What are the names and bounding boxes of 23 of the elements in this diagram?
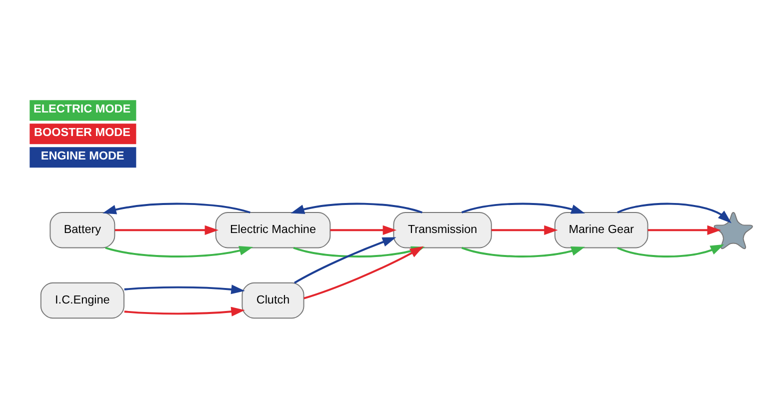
legend-label: ELECTRIC MODE xyxy=(34,102,131,116)
arrow xyxy=(102,202,250,214)
arrow xyxy=(462,246,585,258)
arrow xyxy=(617,202,732,224)
node-box: Clutch xyxy=(242,282,304,319)
legend-label: BOOSTER MODE xyxy=(34,126,130,139)
node-box: Battery xyxy=(50,212,116,248)
node-box: Electric Machine xyxy=(215,212,331,248)
arrow xyxy=(105,246,253,258)
arrow xyxy=(491,225,558,235)
arrow xyxy=(462,202,585,214)
node-box: Marine Gear xyxy=(554,212,648,248)
arrow xyxy=(114,225,218,235)
arrow xyxy=(330,225,396,235)
arrow xyxy=(124,284,245,294)
arrow xyxy=(124,306,245,316)
node-box: Transmission xyxy=(393,212,492,248)
node-box: I.C.Engine xyxy=(40,282,124,319)
arrow xyxy=(294,237,396,284)
legend-label: ENGINE MODE xyxy=(40,149,124,162)
arrow xyxy=(617,244,724,258)
arrow xyxy=(290,202,422,214)
arrow xyxy=(648,225,721,235)
